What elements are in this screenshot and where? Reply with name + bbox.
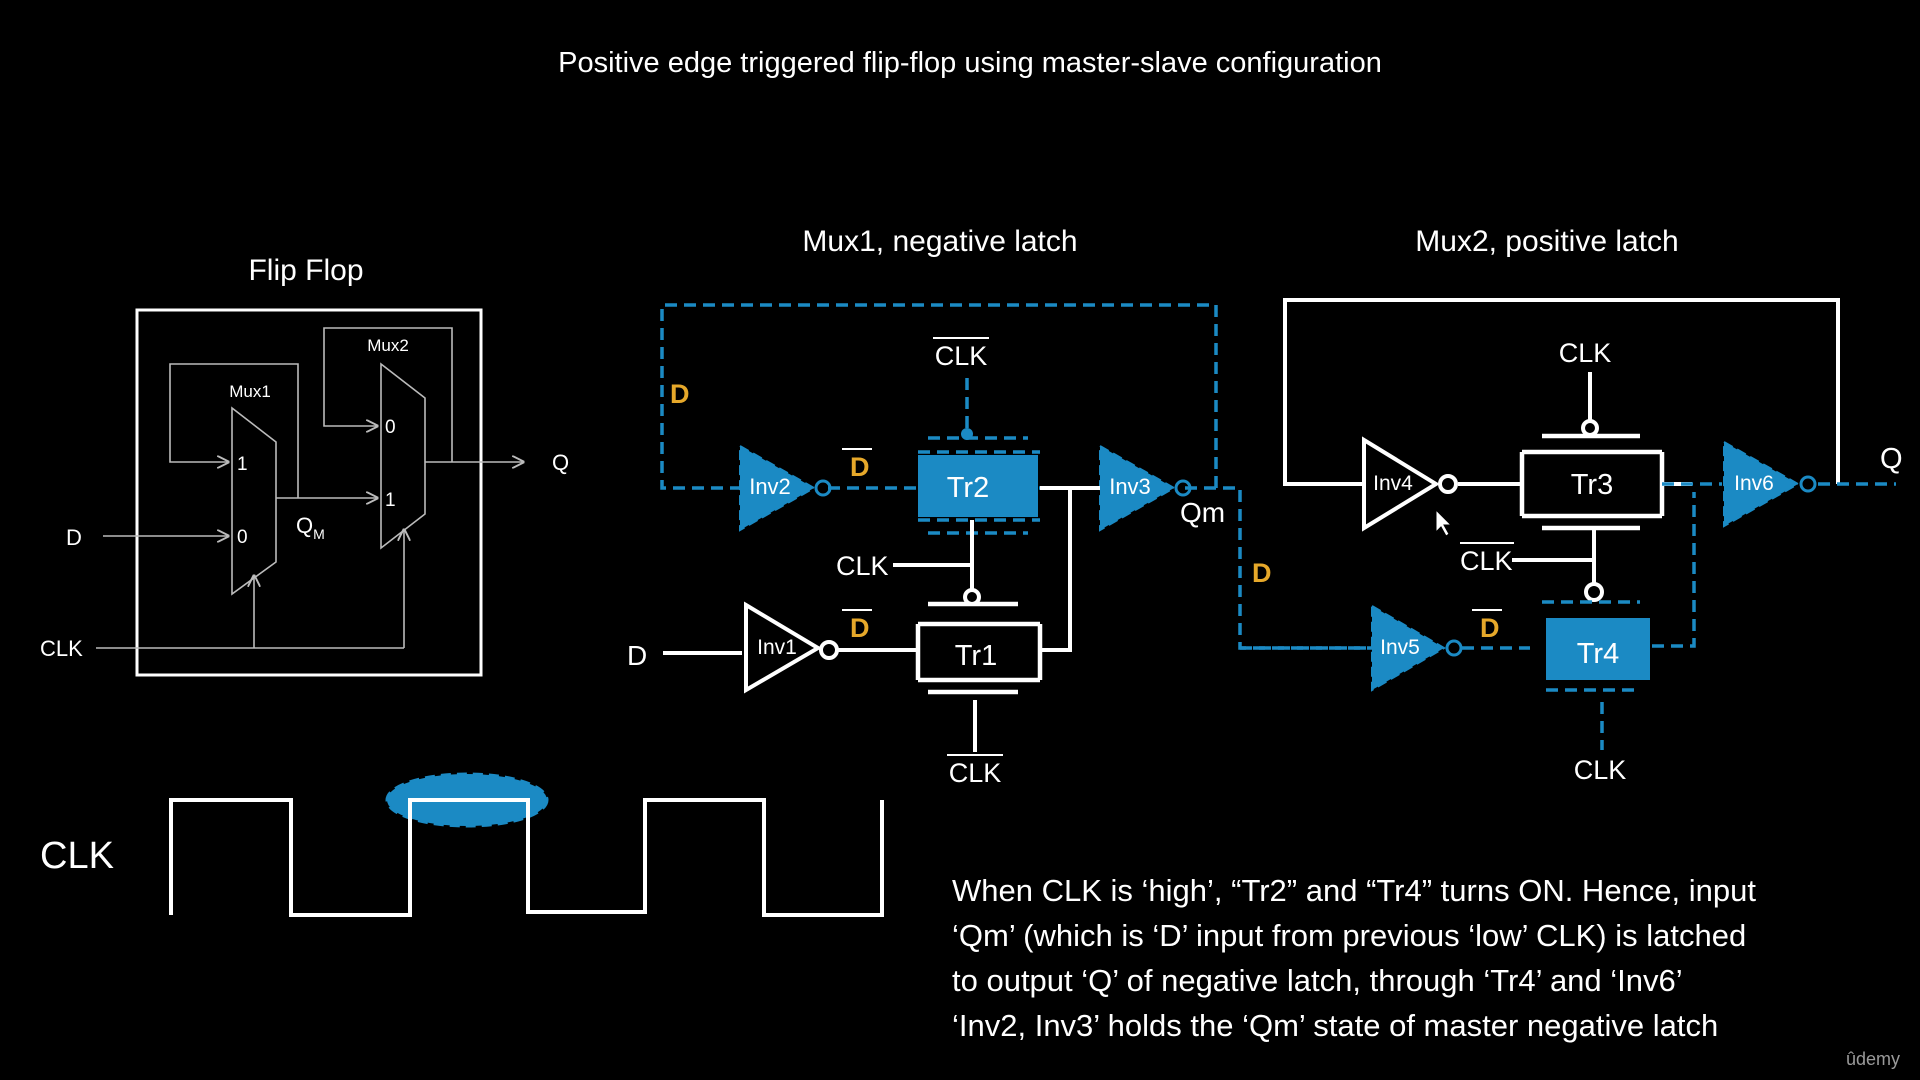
tr2-body [918,455,1038,517]
tr2-label: Tr2 [947,472,989,504]
mux2-in1-label: 1 [385,490,396,511]
mux2-label: Mux2 [367,336,409,355]
caption-line: When CLK is ‘high’, “Tr2” and “Tr4” turn… [952,873,1756,908]
inv2-label: Inv2 [749,474,791,499]
mux1-negative-latch: Mux1, negative latch Tr2 Inv2 Inv3 [627,225,1373,788]
mux1-latch-heading: Mux1, negative latch [802,225,1077,258]
explanation-text: When CLK is ‘high’, “Tr2” and “Tr4” turn… [952,868,1892,1048]
mux1-in0-label: 0 [237,527,248,548]
mux2-dbar-label: D [1480,613,1500,643]
mux2-in0-label: 0 [385,417,396,438]
mux1-in1-label: 1 [237,454,248,475]
tr1-label: Tr1 [955,640,997,672]
udemy-logo: ûdemy [1845,1049,1900,1069]
mouse-cursor-icon [1435,508,1453,537]
ff-d-label: D [66,525,82,550]
tr2-gate-bubble [961,428,973,440]
flip-flop-block: Flip Flop Mux1 Mux2 1 0 0 1 D CLK [40,254,569,677]
mux1-d-loop-label: D [670,379,690,409]
caption-line: ‘Inv2, Inv3’ holds the ‘Qm’ state of mas… [952,1008,1719,1043]
inv4-label: Inv4 [1373,472,1413,495]
inv4-shape [1362,436,1440,532]
mux1-shape [231,406,277,596]
mux2-shape [380,362,426,550]
inv3-label: Inv3 [1109,474,1151,499]
caption-line: to output ‘Q’ of negative latch, through… [952,963,1683,998]
inv5-shape [1371,604,1446,692]
mux1-clk-label: CLK [836,551,889,581]
inv1-label: Inv1 [757,636,797,659]
mux2-q-label: Q [1880,443,1903,475]
mux1-clkbar-top-label: CLK [935,341,988,371]
mux1-dbar-lower-label: D [850,613,870,643]
mux2-clk-bottom-label: CLK [1574,755,1627,785]
page-title: Positive edge triggered flip-flop using … [558,47,1382,79]
flip-flop-box [135,308,483,677]
inv5-label: Inv5 [1380,636,1420,659]
inv6-shape [1723,440,1801,528]
mux1-clkbar-bottom-label: CLK [949,758,1002,788]
clock-waveform: CLK [40,772,884,917]
clock-label: CLK [40,835,114,877]
ff-qm-label: QM [296,513,325,542]
tr3-label: Tr3 [1571,469,1613,501]
mux1-label: Mux1 [229,382,271,401]
mux2-latch-heading: Mux2, positive latch [1415,225,1678,258]
flip-flop-heading: Flip Flop [248,254,363,287]
tr4-body [1546,618,1650,680]
mux1-d-input-label: D [627,640,647,671]
mux2-d-label: D [1252,558,1272,588]
mux2-clk-top-label: CLK [1559,338,1612,368]
ff-q-label: Q [552,450,569,475]
mux2-clkbar-label: CLK [1460,546,1513,576]
inv1-shape [744,601,822,694]
tr4-label: Tr4 [1577,638,1619,670]
qm-label: Qm [1180,497,1225,528]
mux2-positive-latch: Mux2, positive latch Tr3 Inv4 [1240,225,1903,785]
inv2-shape [739,444,817,532]
caption-line: ‘Qm’ (which is ‘D’ input from previous ‘… [952,918,1747,953]
inv6-label: Inv6 [1734,472,1774,495]
mux1-dbar-upper-label: D [850,452,870,482]
ff-clk-label: CLK [40,636,83,661]
